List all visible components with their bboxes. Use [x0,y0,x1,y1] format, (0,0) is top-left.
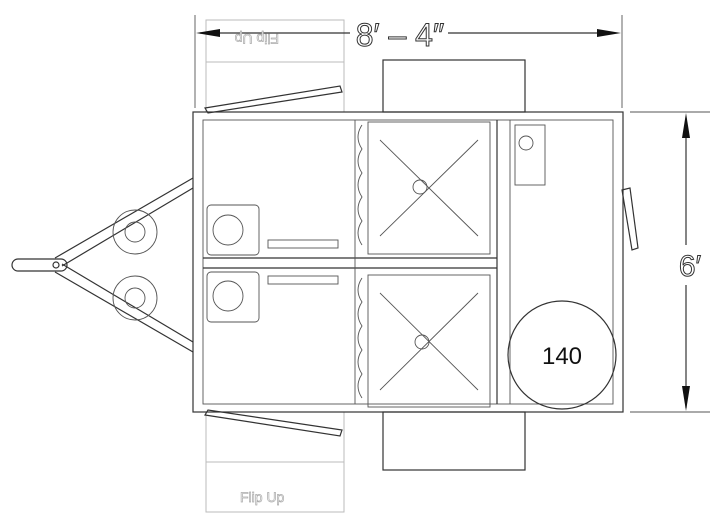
top-fender [382,59,526,113]
top-step-label: Flip Up [234,31,279,47]
toilet [367,121,491,255]
width-label: 8′ – 4″ [356,17,445,53]
bottom-stall [206,271,491,408]
trailer-tongue [11,177,194,353]
jack-wheels [112,209,158,321]
urinal-bar [267,275,339,285]
top-stall [206,121,491,256]
bottom-fender [382,411,526,471]
tank-capacity-label: 140 [542,343,582,370]
sink [206,204,260,256]
toilet [367,274,491,408]
urinal-bar [267,239,339,249]
access-door [621,187,639,251]
depth-label: 6′ [679,250,702,283]
width-dimension: 8′ – 4″ [194,15,623,108]
depth-dimension: 6′ [630,111,710,413]
hitch-coupler [11,258,68,272]
water-heater-panel [514,124,546,186]
trailer-body [192,111,624,413]
sink [206,271,260,323]
bottom-step-label: Flip Up [240,489,285,505]
holding-tank [507,300,617,410]
